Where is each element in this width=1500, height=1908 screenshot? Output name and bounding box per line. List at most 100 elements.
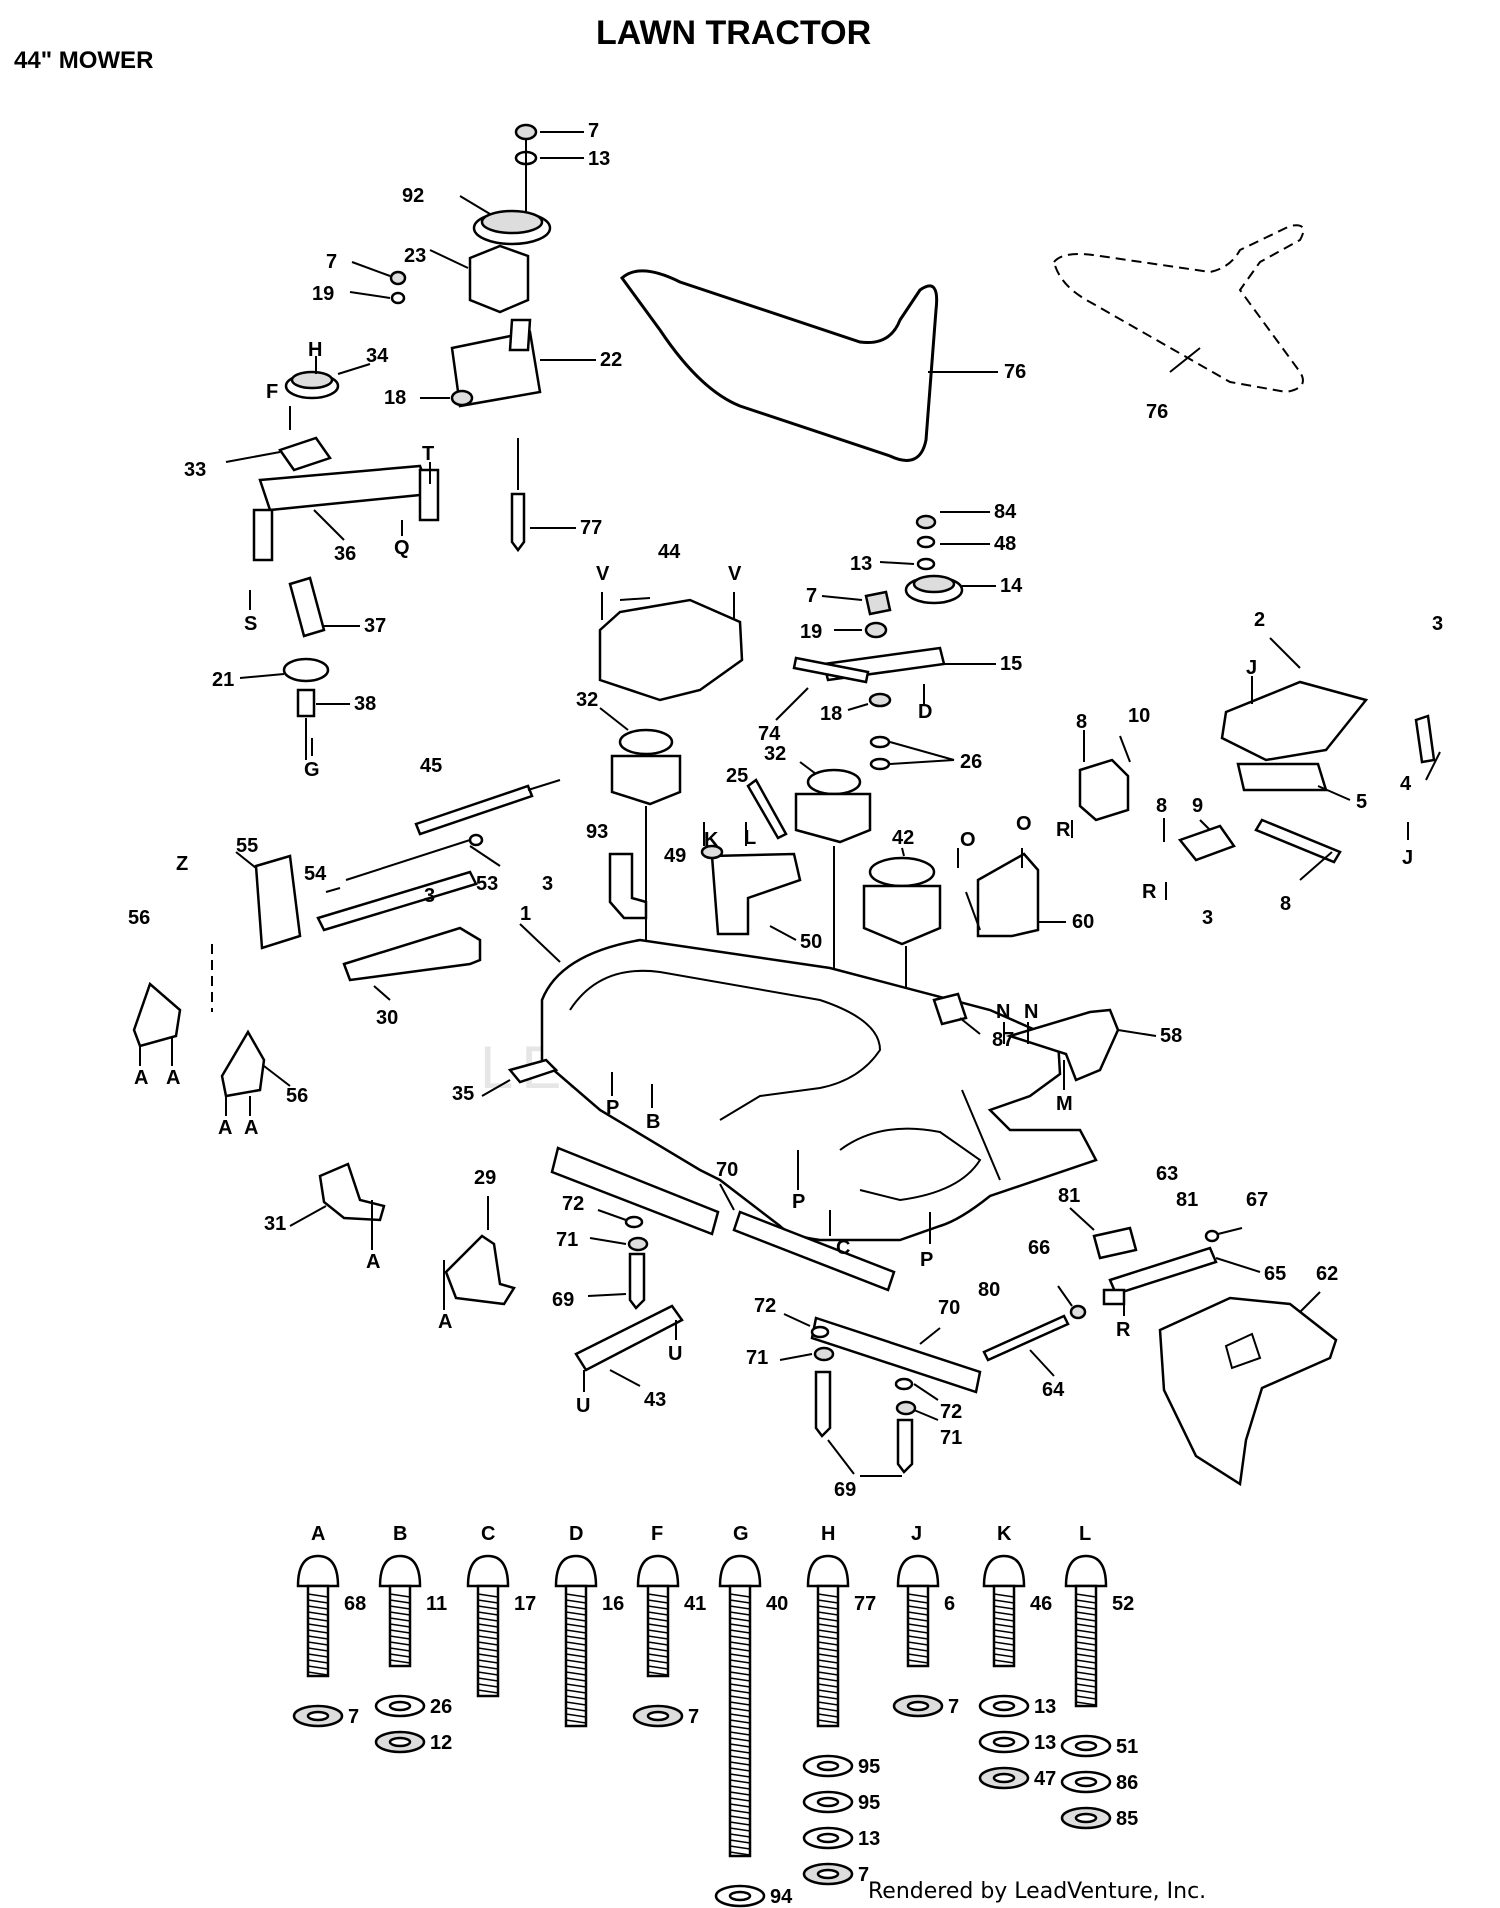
callout-label: 4: [1400, 773, 1412, 795]
callout-label: 2: [1254, 609, 1265, 631]
callout-label: P: [606, 1097, 619, 1119]
bolt-thread: [389, 1629, 411, 1634]
hardware-bolt-number: 11: [426, 1593, 447, 1615]
bolt-thread: [817, 1623, 839, 1628]
bolt-thread: [307, 1623, 329, 1628]
callout-label: D: [918, 701, 932, 723]
callout-label: 33: [184, 459, 206, 481]
washer-hole: [388, 1736, 412, 1748]
callout-label: 71: [746, 1347, 768, 1369]
bolt-thread: [477, 1611, 499, 1616]
bolt-thread: [307, 1653, 329, 1658]
belt-icon: [1052, 224, 1305, 394]
bolt-thread: [729, 1731, 751, 1736]
callout-label: 42: [892, 827, 914, 849]
page-title: LAWN TRACTOR: [596, 14, 871, 52]
bolt-thread: [389, 1641, 411, 1646]
bolt-thread: [817, 1665, 839, 1670]
rod-icon: [316, 870, 478, 932]
callout-label: 81: [1176, 1189, 1198, 1211]
bolt-thread: [907, 1623, 929, 1628]
bolt-thread: [729, 1821, 751, 1826]
bolt-thread: [1075, 1689, 1097, 1694]
callout-label: 26: [960, 751, 982, 773]
callout-label: 5: [1356, 791, 1367, 813]
bolt-thread: [817, 1653, 839, 1658]
belt-icon: [619, 269, 939, 462]
bolt-thread: [477, 1671, 499, 1676]
bolt-thread: [729, 1629, 751, 1634]
bolt-thread: [477, 1665, 499, 1670]
bolt-thread: [993, 1641, 1015, 1646]
bolt-thread: [1075, 1683, 1097, 1688]
callout-label: 44: [658, 541, 681, 563]
callout-label: R: [1056, 819, 1071, 841]
bolt-thread: [729, 1671, 751, 1676]
bolt-thread: [477, 1593, 499, 1598]
hardware-item-g: G40947: [714, 1523, 793, 1908]
hardware-washer-number: 7: [948, 1696, 959, 1718]
callout-label: P: [920, 1249, 933, 1271]
bolt-thread: [565, 1707, 587, 1712]
callout-label: 19: [800, 621, 822, 643]
washer-hole: [1074, 1812, 1098, 1824]
bolt-thread: [389, 1599, 411, 1604]
hardware-washer-number: 7: [858, 1864, 869, 1886]
bolt-thread: [565, 1713, 587, 1718]
nut-icon: [514, 123, 538, 141]
hardware-washer-number: 47: [1034, 1768, 1056, 1790]
bolt-thread: [477, 1689, 499, 1694]
callout-label: 76: [1004, 361, 1026, 383]
bolt-thread: [817, 1599, 839, 1604]
hardware-bolt-number: 40: [766, 1593, 788, 1615]
callout-label: N: [996, 1001, 1010, 1023]
callout-label: T: [422, 443, 434, 465]
hardware-washer-number: 7: [688, 1706, 699, 1728]
callout-label: 3: [1432, 613, 1443, 635]
hardware-key: F: [651, 1523, 663, 1545]
hardware-bolt-number: 46: [1030, 1593, 1052, 1615]
bolt-thread: [565, 1659, 587, 1664]
bolt-thread: [389, 1653, 411, 1658]
bolt-thread: [817, 1671, 839, 1676]
bolt-thread: [817, 1629, 839, 1634]
bolt-thread: [565, 1677, 587, 1682]
bolt-thread: [565, 1635, 587, 1640]
callout-label: S: [244, 613, 257, 635]
callout-label: 80: [978, 1279, 1000, 1301]
belt-guide-bracket: [468, 244, 530, 314]
bolt-thread: [907, 1593, 929, 1598]
callout-label: 66: [1028, 1237, 1050, 1259]
bolt-icon: [814, 1370, 832, 1438]
callout-label: 7: [588, 120, 599, 142]
washer-hole: [906, 1700, 930, 1712]
bolt-thread: [647, 1617, 669, 1622]
callout-label: A: [218, 1117, 232, 1139]
hardware-item-j: J67: [892, 1523, 959, 1718]
callout-label: 56: [128, 907, 150, 929]
bolt-thread: [477, 1605, 499, 1610]
callout-label: 49: [664, 845, 686, 867]
bracket-icon: [220, 1029, 266, 1098]
washer-hole: [1074, 1776, 1098, 1788]
bracket-icon: [574, 1304, 684, 1372]
callout-label: 54: [304, 863, 327, 885]
washer-hole: [992, 1772, 1016, 1784]
callout-label: 70: [938, 1297, 960, 1319]
bolt-thread: [1075, 1593, 1097, 1598]
callout-label: A: [134, 1067, 148, 1089]
callout-label: 77: [580, 517, 602, 539]
bolt-thread: [729, 1845, 751, 1850]
bolt-thread: [729, 1773, 751, 1778]
callout-label: 48: [994, 533, 1016, 555]
bolt-thread: [565, 1689, 587, 1694]
hardware-washer-number: 7: [348, 1706, 359, 1728]
bolt-thread: [993, 1605, 1015, 1610]
hardware-washer-number: 86: [1116, 1772, 1138, 1794]
bolt-thread: [1075, 1599, 1097, 1604]
bolt-thread: [907, 1653, 929, 1658]
mower-lift-bracket: [258, 464, 432, 512]
pulley-icon: [618, 728, 674, 756]
